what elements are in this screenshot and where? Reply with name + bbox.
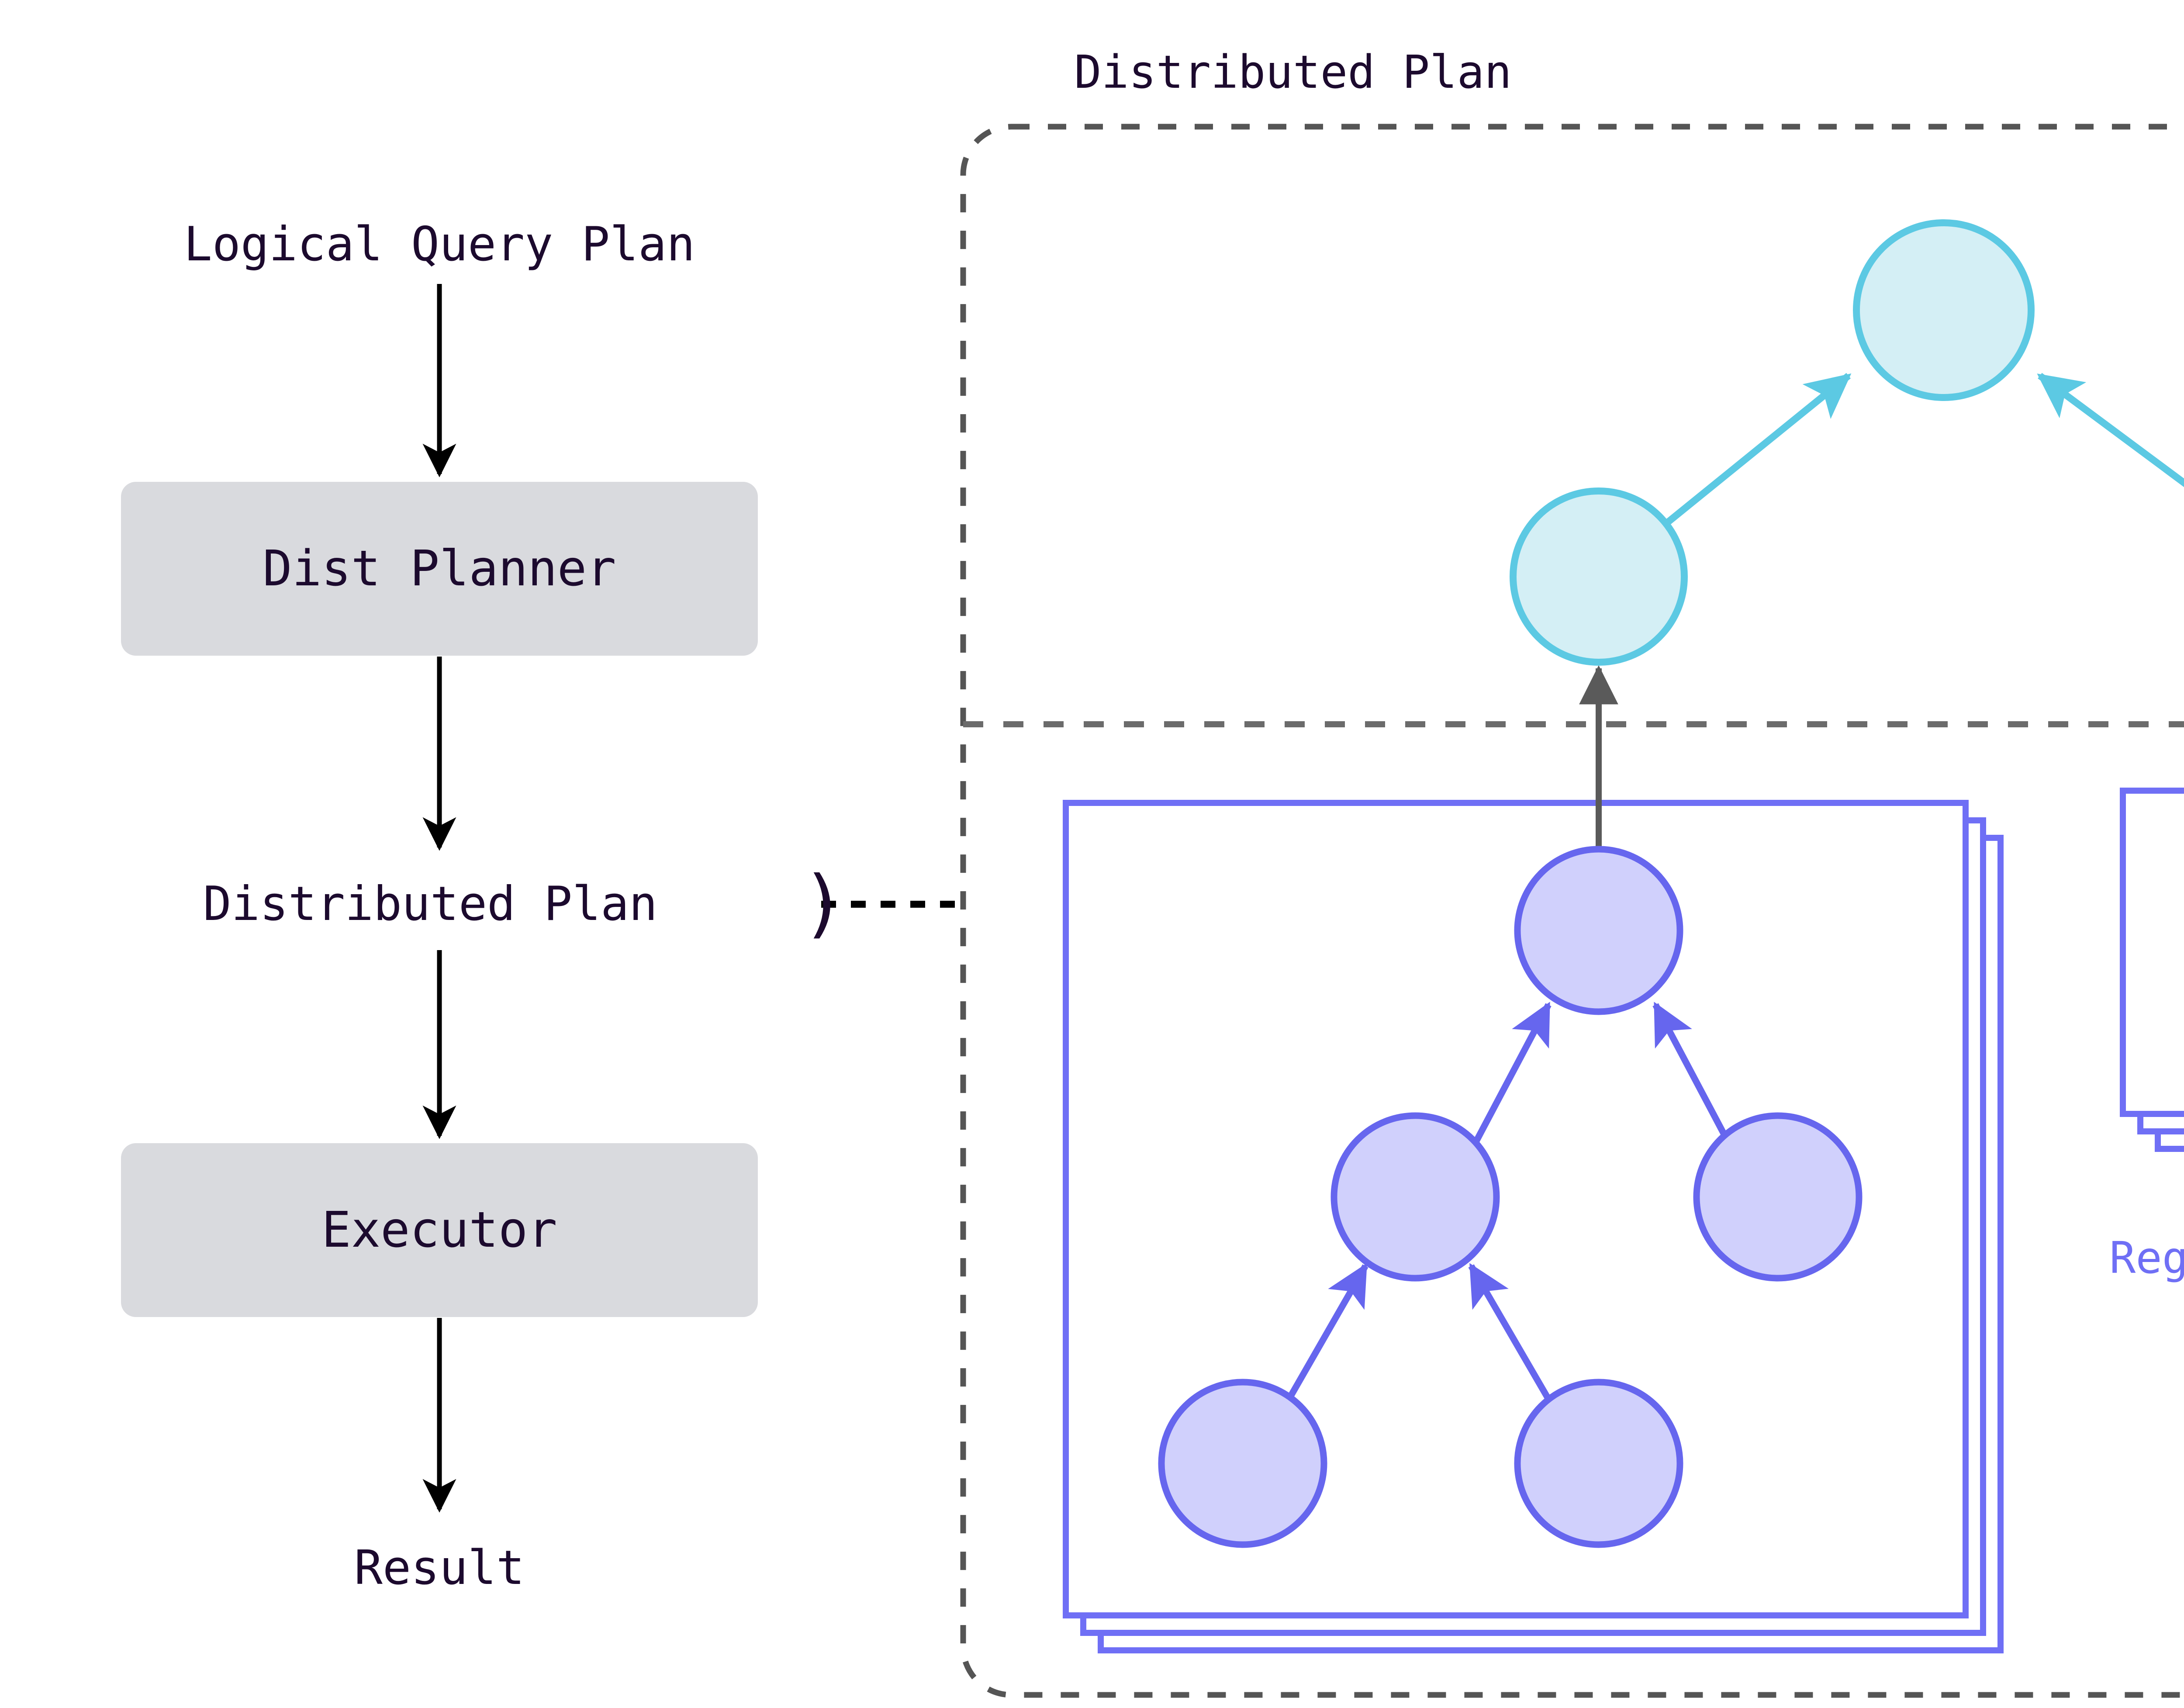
distributed-plan-container	[960, 124, 2184, 1698]
dist-planner-box-shape	[121, 482, 758, 656]
frontend-node-left[interactable]	[1510, 488, 1688, 666]
edge-dn-right-to-root	[1652, 1002, 1729, 1140]
frontend-node-root[interactable]	[1853, 219, 2035, 401]
executor-box-label[interactable]: Executor	[321, 1202, 557, 1259]
result-label: Result	[354, 1541, 525, 1595]
edge-dn-mid-to-root	[1473, 1002, 1552, 1143]
distributed-plan-label: Distributed Plan	[203, 877, 658, 931]
datanode-node-a-root[interactable]	[1514, 846, 1683, 1015]
executor-box-shape	[121, 1143, 758, 1317]
datanode-node-a-right[interactable]	[1693, 1112, 1863, 1282]
brace-icon: )	[801, 860, 846, 947]
edge-dn-leaf1-to-mid	[1285, 1263, 1368, 1403]
datanode-node-a-mid[interactable]	[1330, 1112, 1500, 1282]
datanode-node-a-leaf1[interactable]	[1158, 1379, 1327, 1548]
edge-fe-right-to-root	[2037, 373, 2184, 488]
region-stack-right	[2120, 788, 2184, 1152]
dist-planner-box-label[interactable]: Dist Planner	[263, 540, 616, 597]
datanode-node-a-leaf2[interactable]	[1514, 1379, 1683, 1548]
edge-dn-leaf2-to-mid	[1468, 1263, 1553, 1403]
distributed-plan-title: Distributed Plan	[1074, 45, 1512, 99]
regions-label: Regions	[2109, 1232, 2184, 1283]
edge-fe-left-to-root	[1664, 373, 1852, 526]
logical-query-plan-label: Logical Query Plan	[183, 217, 695, 272]
